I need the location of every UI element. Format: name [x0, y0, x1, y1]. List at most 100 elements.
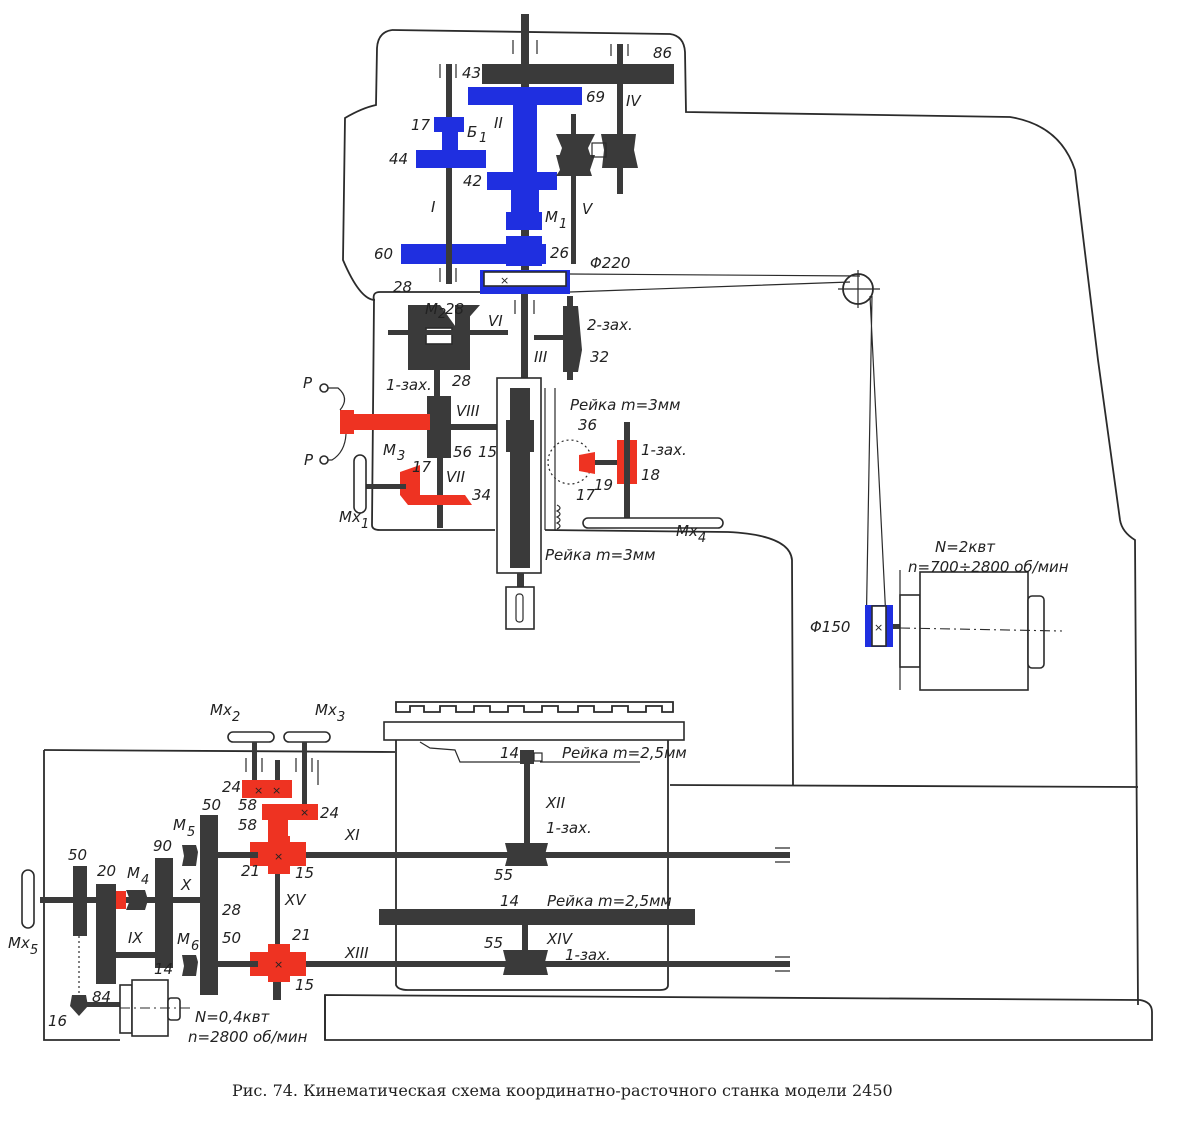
- cross-21-upper: ×: [274, 850, 283, 863]
- sprocket-16: [70, 995, 88, 1016]
- label-M4-sub: 4: [141, 873, 149, 888]
- label-34: 34: [472, 486, 491, 504]
- feed-motor-flange: [119, 984, 133, 1034]
- shaft-XI-inner: [218, 852, 258, 858]
- cross-mark: ×: [500, 274, 509, 287]
- gear-42: [487, 172, 557, 190]
- label-15-lower: 15: [295, 976, 314, 994]
- label-P-upper: P: [303, 374, 313, 392]
- label-86: 86: [653, 44, 672, 62]
- label-M1-sub: 1: [559, 217, 567, 232]
- shaft-VIII: [451, 424, 511, 430]
- shaft-XIII-inner: [218, 961, 258, 967]
- shaft-IX: [116, 952, 156, 958]
- belt-link: [591, 142, 607, 158]
- shaft-XII: [524, 764, 530, 846]
- bevel-17-19: [579, 452, 595, 474]
- motor-shaft: [893, 624, 900, 629]
- handwheel-Mx4[interactable]: [582, 517, 724, 529]
- label-18: 18: [641, 466, 660, 484]
- pulley-220-face: [483, 271, 567, 287]
- label-M2-sub: 2: [438, 307, 446, 322]
- label-feed-motor-speed: n=2800 об/мин: [188, 1028, 308, 1046]
- gears-58-24-lower: [262, 804, 318, 820]
- label-rack-3mm-bottom: Рейка m=3мм: [545, 546, 655, 564]
- handwheel-Mx3[interactable]: [283, 731, 331, 743]
- handwheel-shaft-Mx1: [366, 484, 406, 489]
- label-21-upper: 21: [241, 862, 260, 880]
- handwheel-Mx2[interactable]: [227, 731, 275, 743]
- gear-20: [96, 884, 116, 984]
- clutch-M4: [126, 890, 148, 910]
- gear-86: [482, 64, 674, 84]
- block-B1: [442, 132, 458, 150]
- label-14-IX: 14: [154, 960, 173, 978]
- label-55-bottom: 55: [484, 934, 503, 952]
- pulley-150-cross: ×: [874, 621, 883, 634]
- handle-P-upper-knob[interactable]: [319, 383, 329, 393]
- headstock-labels: 43 86 69 IV 17 Б 1 II 44 42 I V M 1 60 2…: [374, 44, 672, 272]
- bevel-gear-17-34: [400, 465, 472, 505]
- label-1-zah-XII: 1-зах.: [546, 819, 592, 837]
- spindle-nose: [517, 573, 524, 587]
- worm-vertical-shaft: [624, 422, 630, 522]
- worm-21-upper: [268, 836, 290, 874]
- label-shaft-XI: XI: [344, 826, 360, 844]
- gear-17: [434, 117, 464, 132]
- table-feed-mechanism: × × × × ×: [21, 731, 331, 1037]
- label-17: 17: [412, 458, 432, 476]
- cross-24-lower: ×: [300, 806, 309, 819]
- label-1-zah-fine: 1-зах.: [641, 441, 687, 459]
- head-housing-outline: [391, 29, 1139, 1006]
- gear-28-IX: [155, 858, 173, 968]
- shaft-VI: [388, 330, 508, 335]
- handle-P-lower-knob[interactable]: [319, 455, 329, 465]
- handwheel-Mx5[interactable]: [21, 869, 35, 929]
- tool-slot: [515, 593, 524, 623]
- table-top-slots: [395, 701, 674, 713]
- label-15-upper: 15: [295, 864, 314, 882]
- shaft-Mx2: [252, 742, 257, 782]
- label-Mx4: Mx: [676, 522, 698, 540]
- main-motor: × N=2квт n=700÷2800 об/мин Φ150: [810, 538, 1069, 691]
- label-Mx2: Mx: [210, 701, 232, 719]
- saddle-ledge: [419, 741, 640, 763]
- shaft-IV: [617, 44, 623, 194]
- label-shaft-XIII: XIII: [344, 944, 369, 962]
- label-Mx3: Mx: [315, 701, 337, 719]
- label-26: 26: [550, 244, 569, 262]
- shaft-XI: [290, 852, 790, 858]
- label-M4: M: [127, 864, 140, 882]
- label-28-vert: 28: [452, 372, 471, 390]
- feed-box-outline: [371, 291, 794, 786]
- label-2-zah: 2-зах.: [587, 316, 633, 334]
- cross-24: ×: [254, 784, 263, 797]
- column-base-line: [43, 749, 1139, 788]
- handwheel-Mx1[interactable]: [353, 454, 367, 514]
- label-42: 42: [463, 172, 482, 190]
- label-19: 19: [594, 476, 613, 494]
- headstock-gearbox: ×: [401, 14, 888, 641]
- label-17-fine: 17: [576, 486, 596, 504]
- work-table: [290, 701, 790, 991]
- label-55-top: 55: [494, 866, 513, 884]
- label-B1-sub: 1: [479, 131, 487, 146]
- shaft-XV-end: [273, 982, 281, 1000]
- motor-centerline: [899, 627, 1063, 632]
- spindle-sleeve: [513, 105, 537, 185]
- idler-center: [838, 270, 880, 308]
- worm-shaft: [567, 296, 573, 380]
- clutch-M6: [182, 955, 198, 976]
- shaft-XV: [275, 874, 280, 952]
- motor-end-cap: [1027, 595, 1045, 669]
- label-shaft-IV: IV: [626, 92, 642, 110]
- left-bed-line: [43, 750, 120, 1041]
- clutch-M1: [506, 212, 542, 230]
- gear-44: [416, 150, 486, 168]
- label-M5: M: [173, 816, 186, 834]
- cross-21-lower: ×: [274, 958, 283, 971]
- label-Mx1-sub: 1: [361, 517, 369, 532]
- label-Mx2-sub: 2: [232, 710, 240, 725]
- variator-IV: [601, 134, 638, 168]
